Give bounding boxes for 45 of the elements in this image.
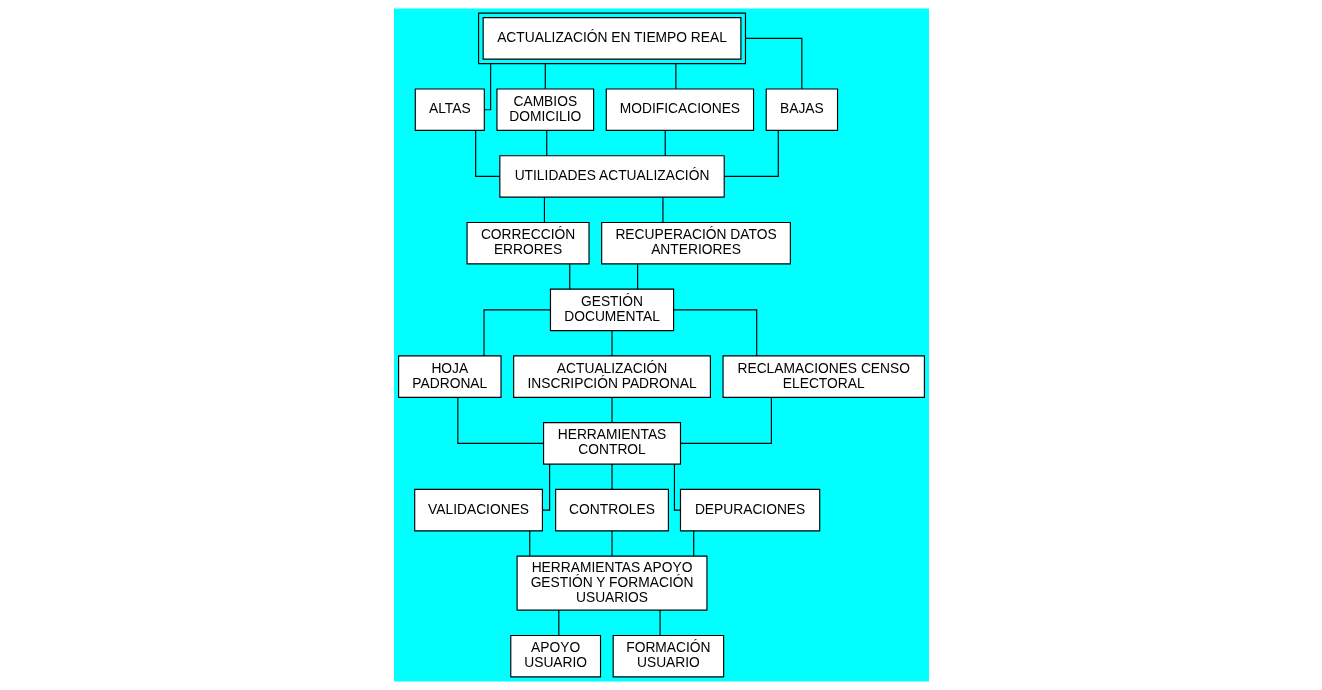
connector: [661, 196, 663, 223]
node-box: RECLAMACIONES CENSO ELECTORAL: [721, 355, 925, 398]
node-box: DEPURACIONES: [679, 488, 820, 532]
node-box: BAJAS: [765, 88, 838, 131]
node-box: MODIFICACIONES: [605, 88, 754, 131]
node-box: CONTROLES: [554, 488, 669, 532]
connector: [672, 309, 757, 357]
connector: [474, 129, 500, 178]
connector: [528, 530, 530, 557]
node-box: ACTUALIZACIÓN EN TIEMPO REAL: [477, 12, 746, 65]
connector: [482, 309, 551, 357]
node-box: HOJA PADRONAL: [397, 355, 502, 398]
connector: [659, 609, 661, 636]
connector: [679, 396, 772, 444]
node-box: ACTUALIZACIÓN INSCRIPCIÓN PADRONAL: [512, 355, 711, 398]
connector: [543, 196, 545, 223]
connector: [610, 330, 613, 357]
connector: [673, 463, 681, 511]
connector: [541, 463, 550, 511]
node-box: UTILIDADES ACTUALIZACIÓN: [498, 155, 725, 198]
connector: [744, 37, 802, 90]
node-box: CAMBIOS DOMICILIO: [495, 88, 594, 131]
connector: [456, 396, 544, 444]
connector: [692, 530, 694, 557]
node-box: RECUPERACIÓN DATOS ANTERIORES: [600, 221, 791, 265]
connector: [664, 129, 666, 157]
node-box: VALIDACIONES: [413, 488, 543, 532]
node-box: FORMACIÓN USUARIO: [612, 634, 724, 678]
node-box: HERRAMIENTAS APOYO GESTIÓN Y FORMACIÓN USUARIOS: [516, 555, 708, 611]
connector: [544, 63, 546, 90]
node-box: CORRECCIÓN ERRORES: [466, 221, 590, 265]
node-box: ALTAS: [414, 88, 485, 131]
connector: [545, 129, 547, 157]
connector: [723, 129, 779, 178]
node-box: GESTIÓN DOCUMENTAL: [549, 288, 674, 332]
connector: [483, 63, 491, 111]
connector: [636, 263, 638, 290]
connector: [610, 463, 613, 490]
connector: [568, 263, 570, 290]
node-box: APOYO USUARIO: [509, 634, 601, 678]
connector: [674, 63, 676, 90]
connector: [610, 530, 613, 557]
node-box: HERRAMIENTAS CONTROL: [542, 422, 681, 465]
connector: [557, 609, 559, 636]
connector: [610, 396, 613, 423]
